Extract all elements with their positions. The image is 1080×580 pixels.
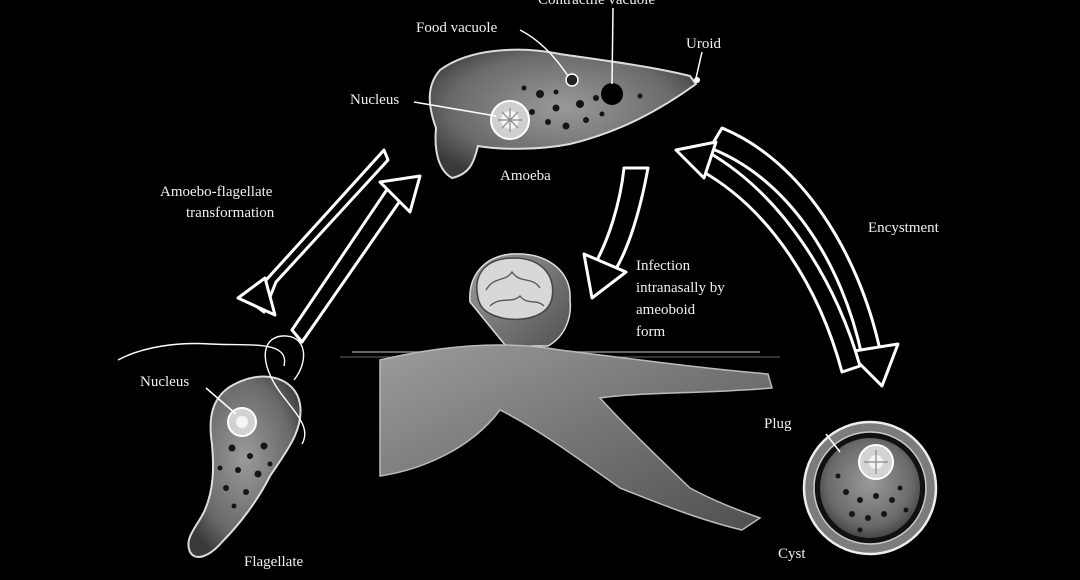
flagellate-nucleus-label: Nucleus: [140, 374, 190, 390]
flagellate-label: Flagellate: [244, 554, 304, 570]
infection-label-line1: Infection: [636, 258, 691, 274]
flagellate-nucleus-icon: [227, 407, 257, 437]
flagellum-1: [117, 342, 286, 367]
arrow-encystment: [708, 126, 900, 388]
arrow-excystment: [674, 140, 862, 374]
cyst-nucleus-icon: [858, 444, 894, 480]
flagellate-nucleus-leader: [205, 387, 237, 415]
brain-icon: [476, 257, 554, 321]
plug-label: Plug: [764, 416, 792, 432]
cyst-granules: [835, 473, 909, 533]
swimming-person: [340, 253, 780, 531]
food-vacuole-label: Food vacuole: [416, 20, 498, 36]
arrow-amoeba-to-flagellate: [236, 148, 390, 317]
plug-leader: [825, 433, 841, 453]
flagellate-granules: [217, 442, 273, 509]
amoeba-nucleus-icon: [490, 100, 530, 140]
uroid-icon: [694, 77, 700, 83]
flagellate-cell: [117, 335, 306, 558]
food-vacuole-icon: [565, 73, 579, 87]
amoeba-nucleus-label: Nucleus: [350, 92, 400, 108]
arrow-flagellate-to-amoeba: [290, 174, 422, 344]
amoeba-label: Amoeba: [500, 168, 551, 184]
infection-label-line4: form: [636, 324, 666, 340]
flagellum-2: [264, 335, 306, 445]
cyst-label: Cyst: [778, 546, 806, 562]
amoeba-leader-lines: [413, 7, 703, 117]
transformation-label-line1: Amoebo-flagellate: [160, 184, 273, 200]
infection-label-line3: ameoboid: [636, 302, 696, 318]
uroid-label: Uroid: [686, 36, 721, 52]
contractile-vacuole-label: Contractile vacuole: [538, 0, 656, 8]
transformation-label-line2: transformation: [186, 205, 275, 221]
cyst: [802, 420, 938, 556]
infection-label-line2: intranasally by: [636, 280, 725, 296]
contractile-vacuole-icon: [601, 83, 623, 105]
person-body: [379, 344, 773, 531]
arrow-infection: [582, 166, 650, 300]
amoeba-granules: [521, 85, 643, 130]
encystment-label: Encystment: [868, 220, 939, 236]
amoeba-cell: [428, 48, 700, 180]
